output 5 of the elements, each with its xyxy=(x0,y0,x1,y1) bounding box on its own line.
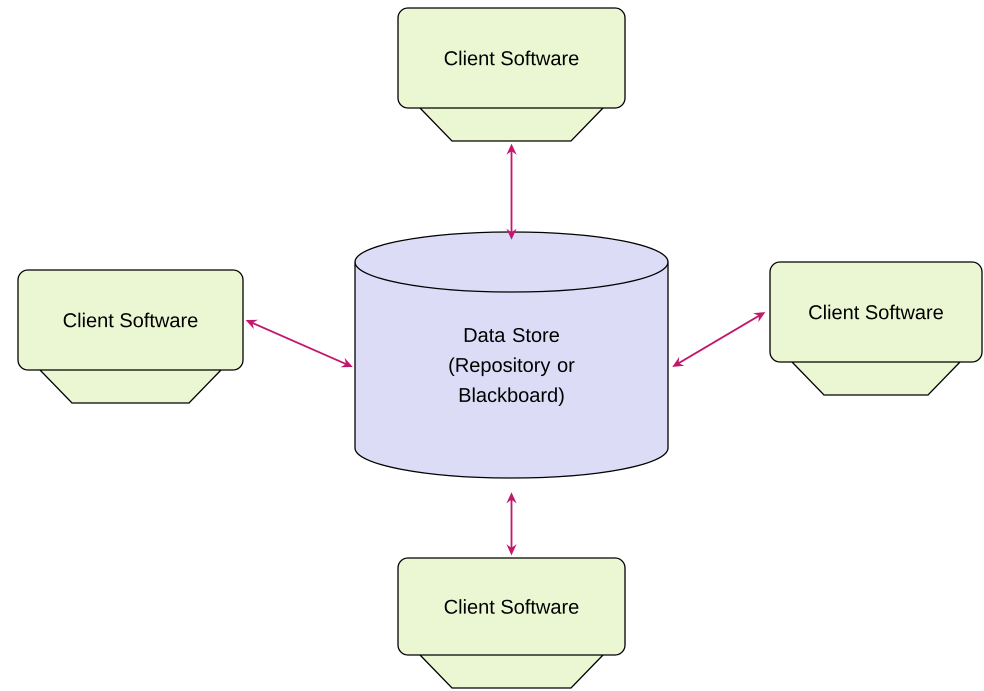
client-box: Client Software xyxy=(17,269,244,404)
cylinder: Data Store (Repository or Blackboard) xyxy=(354,231,669,479)
client-box: Client Software xyxy=(397,557,626,689)
client-box: Client Software xyxy=(769,261,983,396)
client-box: Client Software xyxy=(397,7,626,142)
